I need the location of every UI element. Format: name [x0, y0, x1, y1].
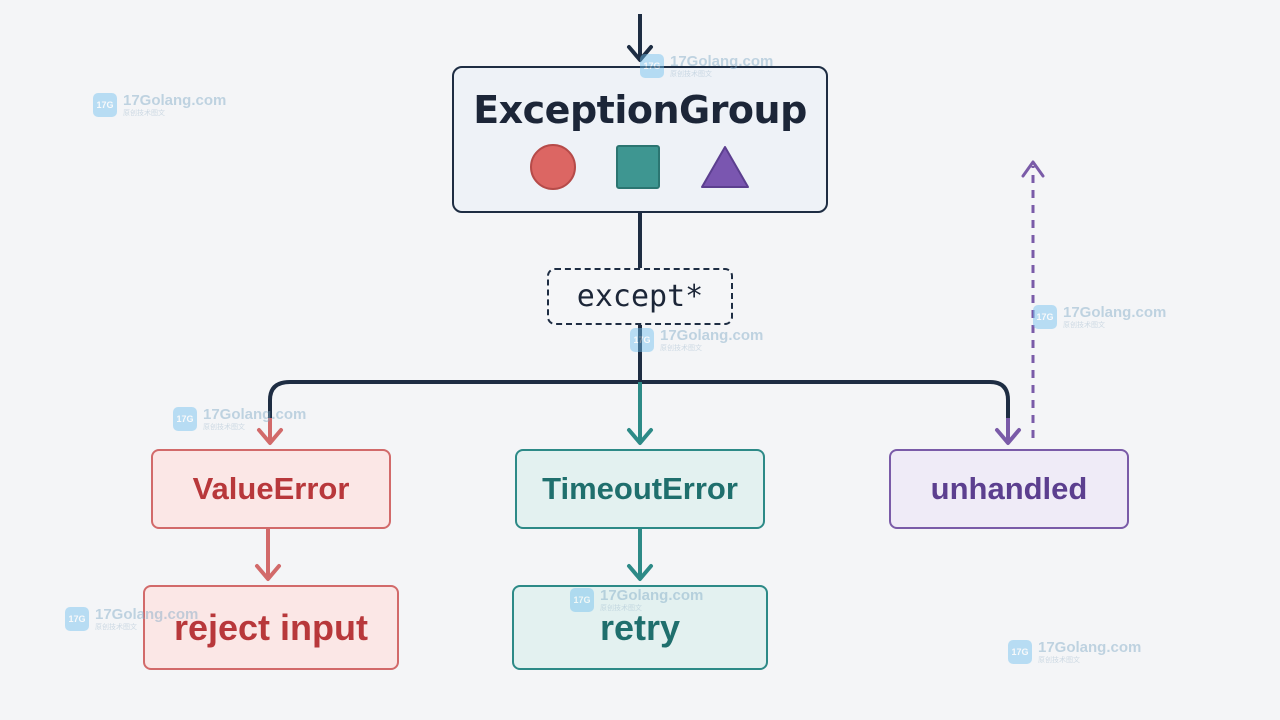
- watermark-subtext: 原创技术图文: [670, 71, 712, 78]
- teal-square-icon: [616, 145, 660, 189]
- watermark-subtext: 原创技术图文: [660, 345, 702, 352]
- watermark-logo-icon: 17G: [1008, 640, 1032, 664]
- watermark-text: 17Golang.com: [600, 587, 704, 604]
- exception-shapes: [530, 144, 750, 190]
- watermark-subtext: 原创技术图文: [600, 605, 642, 612]
- watermark-logo-icon: 17G: [630, 328, 654, 352]
- watermark-logo-icon: 17G: [570, 588, 594, 612]
- watermark-logo-icon: 17G: [93, 93, 117, 117]
- watermark-subtext: 原创技术图文: [1038, 657, 1080, 664]
- exception-group-title: ExceptionGroup: [473, 88, 807, 132]
- timeout-error-box: TimeoutError: [515, 449, 765, 529]
- watermark-text: 17Golang.com: [1038, 639, 1142, 656]
- watermark-subtext: 原创技术图文: [203, 424, 245, 431]
- watermark-text: 17Golang.com: [660, 327, 764, 344]
- watermark-subtext: 原创技术图文: [95, 624, 137, 631]
- watermark-logo-icon: 17G: [65, 607, 89, 631]
- watermark-logo-icon: 17G: [640, 54, 664, 78]
- exception-group-box: ExceptionGroup: [452, 66, 828, 213]
- retry-box: retry: [512, 585, 768, 670]
- watermark-subtext: 原创技术图文: [123, 110, 165, 117]
- watermark-logo-icon: 17G: [173, 407, 197, 431]
- red-circle-icon: [530, 144, 576, 190]
- value-error-box: ValueError: [151, 449, 391, 529]
- purple-triangle-icon: [701, 146, 749, 188]
- watermark-text: 17Golang.com: [95, 606, 199, 623]
- watermark-logo-icon: 17G: [1033, 305, 1057, 329]
- watermark-text: 17Golang.com: [1063, 304, 1167, 321]
- except-star-box: except*: [547, 268, 733, 325]
- watermark-text: 17Golang.com: [123, 92, 227, 109]
- unhandled-box: unhandled: [889, 449, 1129, 529]
- watermark-text: 17Golang.com: [203, 406, 307, 423]
- watermark-text: 17Golang.com: [670, 53, 774, 70]
- watermark-subtext: 原创技术图文: [1063, 322, 1105, 329]
- reject-input-box: reject input: [143, 585, 399, 670]
